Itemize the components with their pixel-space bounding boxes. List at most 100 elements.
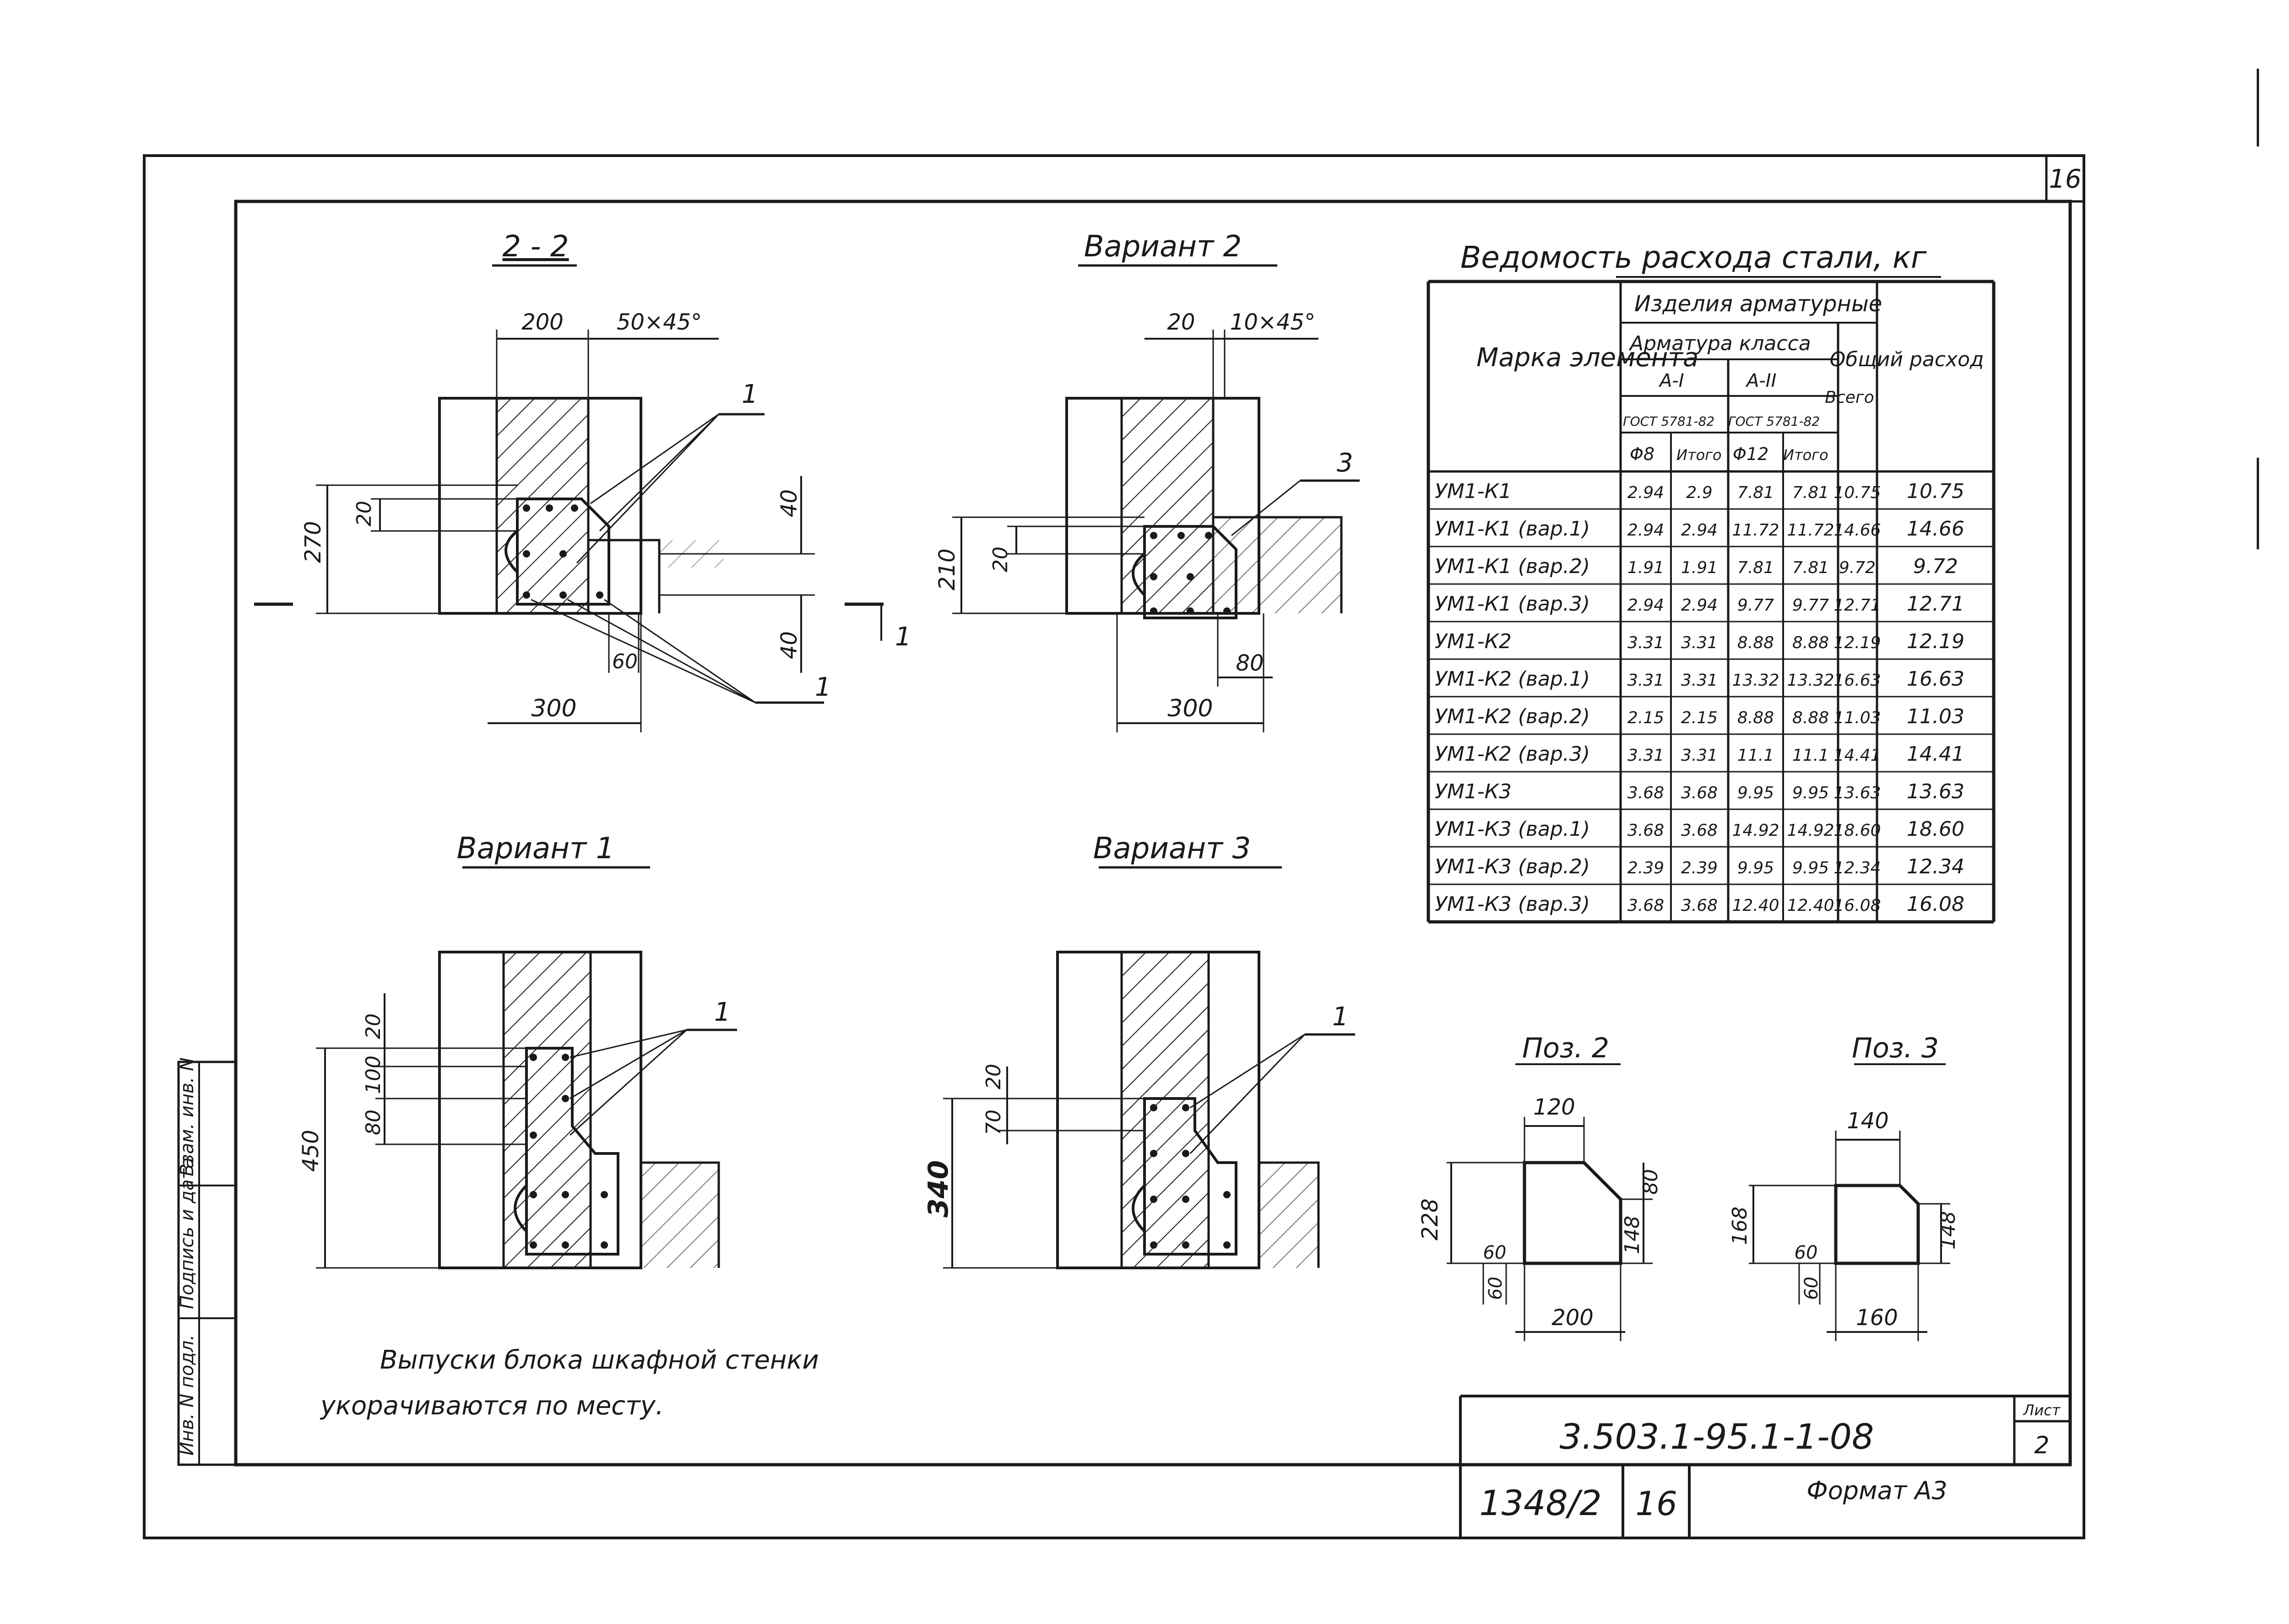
- dim-20-top: 20: [1167, 309, 1195, 335]
- table-cell-value: 2.15: [1681, 709, 1718, 727]
- dim-80: 80: [1236, 650, 1264, 676]
- dim-80-v1: 80: [362, 1110, 385, 1135]
- stamp-inv: Инв. N подл.: [177, 1335, 198, 1456]
- table-cell-value: 2.94: [1681, 521, 1718, 540]
- table-cell-value: 9.95: [1737, 859, 1774, 877]
- table-cell-value: 3.68: [1627, 821, 1664, 840]
- table-cell-value: 3.31: [1627, 746, 1664, 765]
- table-cell-value: 3.31: [1681, 746, 1718, 765]
- table-cell-value: 3.31: [1627, 633, 1664, 652]
- variant-1-view: Вариант 1 450 20 100 80 1: [298, 832, 737, 1269]
- table-cell-value: 1.91: [1627, 558, 1664, 577]
- header-d12: Φ12: [1733, 444, 1768, 464]
- pos-3-detail: Поз. 3 140 168 148 60 60 160: [1728, 1032, 1960, 1341]
- table-cell-value: 8.88: [1737, 633, 1774, 652]
- table-cell-value: 14.66: [1907, 517, 1964, 541]
- dim-270: 270: [300, 521, 326, 563]
- table-cell-value: 14.41: [1907, 742, 1964, 766]
- table-cell-value: 9.72: [1913, 555, 1958, 578]
- table-cell-value: 9.77: [1737, 596, 1774, 615]
- table-cell-mark: УМ1-К1 (вар.2): [1435, 555, 1590, 578]
- pos-2-dim-228: 228: [1417, 1198, 1443, 1240]
- table-cell-value: 9.95: [1792, 784, 1829, 802]
- table-cell-value: 9.95: [1737, 784, 1774, 802]
- header-mark: Марка элемента: [1476, 343, 1698, 373]
- table-cell-value: 8.88: [1737, 709, 1774, 727]
- table-cell-value: 11.1: [1737, 746, 1774, 765]
- rebar-dots-v1: [530, 1054, 608, 1249]
- sheet-number: 16: [2049, 164, 2081, 194]
- variant-1-title: Вариант 1: [457, 832, 615, 866]
- variant-2-view: Вариант 2 20 10×45° 210 20 80: [934, 230, 1360, 732]
- pos-2-dim-60b: 60: [1485, 1277, 1506, 1300]
- table-cell-value: 2.94: [1627, 596, 1664, 615]
- sheet-frame: 16: [143, 154, 2085, 1539]
- table-cell-value: 13.32: [1732, 671, 1779, 690]
- table-cell-value: 12.40: [1787, 896, 1834, 915]
- note-line-2: укорачиваются по месту.: [320, 1391, 664, 1421]
- table-cell-value: 12.71: [1907, 592, 1964, 616]
- table-cell-value: 8.88: [1792, 709, 1829, 727]
- pos-2-dim-80: 80: [1639, 1169, 1662, 1195]
- table-cell-value: 2.94: [1627, 521, 1664, 540]
- table-cell-mark: УМ1-К2 (вар.2): [1435, 705, 1590, 728]
- table-cell-value: 9.72: [1839, 558, 1876, 577]
- pos-3-dim-140: 140: [1847, 1108, 1889, 1134]
- table-cell-value: 12.19: [1907, 630, 1964, 653]
- dim-chamfer-50: 50×45°: [617, 309, 702, 335]
- table-cell-value: 3.68: [1627, 784, 1664, 802]
- callout-3: 3: [1337, 448, 1353, 478]
- table-cell-value: 9.95: [1792, 859, 1829, 877]
- header-gost-2: ГОСТ 5781-82: [1728, 414, 1820, 429]
- table-cell-value: 16.63: [1833, 671, 1881, 690]
- table-cell-value: 7.81: [1792, 483, 1829, 502]
- designation: 3.503.1-95.1-1-08: [1560, 1416, 1874, 1457]
- callout-1-bottom: 1: [815, 672, 831, 702]
- list-number: 2: [2034, 1432, 2049, 1459]
- table-cell-mark: УМ1-К1 (вар.3): [1435, 592, 1590, 616]
- table-cell-value: 3.68: [1627, 896, 1664, 915]
- table-cell-mark: УМ1-К3 (вар.3): [1435, 893, 1590, 916]
- variant-3-title: Вариант 3: [1093, 832, 1251, 866]
- table-cell-value: 7.81: [1792, 558, 1829, 577]
- table-cell-value: 9.77: [1792, 596, 1829, 615]
- code: 1348/2: [1479, 1483, 1601, 1523]
- pos-2-dim-120: 120: [1533, 1094, 1575, 1120]
- steel-table-headers: Марка элемента Изделия арматурные Армату…: [1476, 291, 1984, 464]
- table-cell-value: 12.34: [1907, 855, 1964, 878]
- table-cell-value: 11.03: [1833, 709, 1881, 727]
- section-2-2-title: 2 - 2: [502, 230, 569, 264]
- table-cell-value: 7.81: [1737, 558, 1774, 577]
- dim-40-bottom: 40: [776, 631, 802, 659]
- table-cell-value: 13.32: [1787, 671, 1834, 690]
- dim-210: 210: [934, 548, 960, 590]
- header-itogo-2: Итого: [1783, 446, 1828, 464]
- header-itogo-1: Итого: [1676, 446, 1722, 464]
- pos-2-title: Поз. 2: [1522, 1032, 1609, 1064]
- header-a2: A-II: [1745, 370, 1776, 391]
- steel-table-title: Ведомость расхода стали, кг: [1460, 240, 1927, 275]
- variant-3-view: Вариант 3 340 20 70 1: [922, 832, 1355, 1269]
- pos-3-dim-60a: 60: [1795, 1242, 1818, 1263]
- pos-2-dim-148: 148: [1621, 1216, 1644, 1254]
- table-cell-value: 2.94: [1681, 596, 1718, 615]
- page-number: 16: [1635, 1484, 1677, 1523]
- table-cell-value: 3.68: [1681, 821, 1718, 840]
- dim-40-top: 40: [776, 489, 802, 517]
- table-cell-value: 10.75: [1833, 483, 1881, 502]
- table-cell-value: 3.31: [1681, 633, 1718, 652]
- header-products: Изделия арматурные: [1634, 291, 1882, 317]
- dim-60: 60: [612, 650, 638, 673]
- table-cell-value: 2.9: [1686, 483, 1712, 502]
- pos-2-dim-60a: 60: [1483, 1242, 1507, 1263]
- stamp-sign: Подпись и дата: [177, 1158, 198, 1309]
- dim-20-side: 20: [989, 547, 1012, 572]
- header-total: Общий расход: [1830, 348, 1984, 371]
- variant-2-title: Вариант 2: [1084, 230, 1242, 264]
- table-cell-value: 11.72: [1732, 521, 1779, 540]
- table-cell-mark: УМ1-К2 (вар.3): [1435, 742, 1590, 766]
- table-cell-mark: УМ1-К1 (вар.1): [1435, 517, 1590, 541]
- callout-1-v1: 1: [714, 997, 731, 1027]
